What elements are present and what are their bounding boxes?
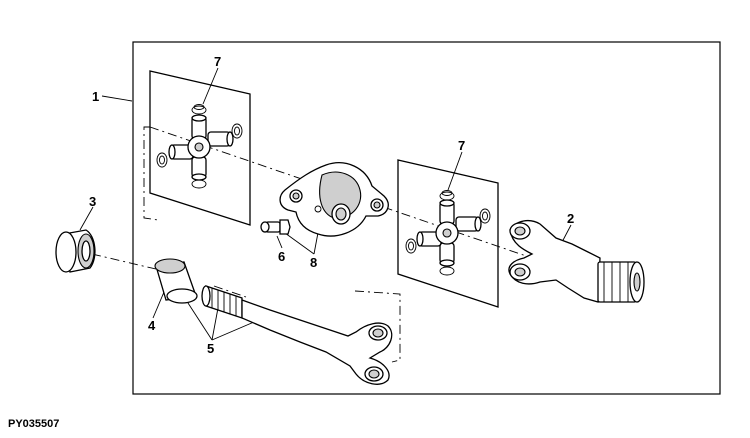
callout-4: 4 bbox=[148, 318, 156, 333]
callout-5: 5 bbox=[207, 341, 214, 356]
center-bearing-housing bbox=[279, 162, 389, 237]
assembly-frame bbox=[132, 41, 721, 395]
universal-joint-cross-right bbox=[405, 190, 491, 276]
sleeve bbox=[154, 258, 198, 304]
figure-id: PY035507 bbox=[8, 418, 59, 430]
centerlines bbox=[91, 126, 533, 363]
end-yoke-shaft bbox=[508, 219, 645, 303]
grease-fitting bbox=[260, 219, 291, 235]
callout-3: 3 bbox=[89, 194, 96, 209]
callout-1: 1 bbox=[92, 89, 99, 104]
callout-2: 2 bbox=[567, 211, 574, 226]
callout-6: 6 bbox=[278, 249, 285, 264]
seal bbox=[55, 229, 96, 273]
slip-shaft-yoke bbox=[201, 285, 393, 385]
universal-joint-cross-left bbox=[156, 104, 243, 189]
callout-7-right: 7 bbox=[458, 138, 465, 153]
callout-7-left: 7 bbox=[214, 54, 221, 69]
leader-lines bbox=[79, 67, 572, 341]
callout-8: 8 bbox=[310, 255, 317, 270]
